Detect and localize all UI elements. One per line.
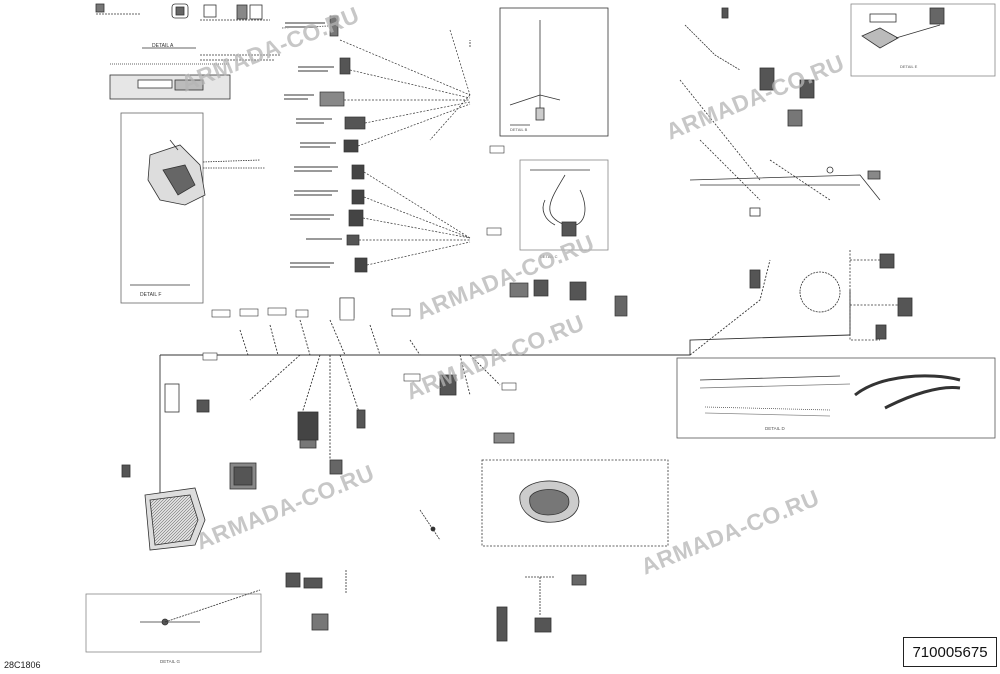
part-number-box: 710005675 (903, 637, 997, 667)
detail-a-label: DETAIL A (152, 43, 174, 49)
detail-c-label: DETAIL C (540, 254, 558, 259)
watermark: ARMADA-CO.RU (177, 1, 363, 96)
detail-f-group (120, 112, 265, 304)
lower-left-components (121, 374, 457, 551)
left-connector-column (281, 15, 471, 273)
callout-text-blocks (284, 22, 342, 268)
detail-d-group (676, 357, 996, 439)
mid-connectors (339, 279, 628, 319)
part-number: 710005675 (912, 643, 988, 661)
right-harness (679, 7, 913, 341)
figure-code: 28C1806 (4, 660, 41, 670)
watermark: ARMADA-CO.RU (662, 49, 848, 144)
detail-e-label: DETAIL E (900, 64, 918, 69)
detail-b-group (469, 7, 609, 137)
detail-g-label: DETAIL G (160, 659, 181, 664)
top-left-connectors (95, 3, 270, 21)
detail-e-group (850, 3, 996, 77)
detail-f-label: DETAIL F (140, 292, 161, 298)
detail-a-group (109, 47, 280, 100)
bottom-middle-components (303, 432, 669, 642)
watermark: ARMADA-CO.RU (192, 459, 378, 554)
detail-b-label: DETAIL B (510, 127, 528, 132)
watermark: ARMADA-CO.RU (637, 484, 823, 579)
watermark: ARMADA-CO.RU (402, 309, 588, 404)
detail-g-group (85, 572, 301, 653)
harness-tags (202, 145, 517, 391)
watermark: ARMADA-CO.RU (412, 229, 598, 324)
detail-c-group (519, 159, 609, 251)
detail-d-label: DETAIL D (765, 426, 786, 431)
